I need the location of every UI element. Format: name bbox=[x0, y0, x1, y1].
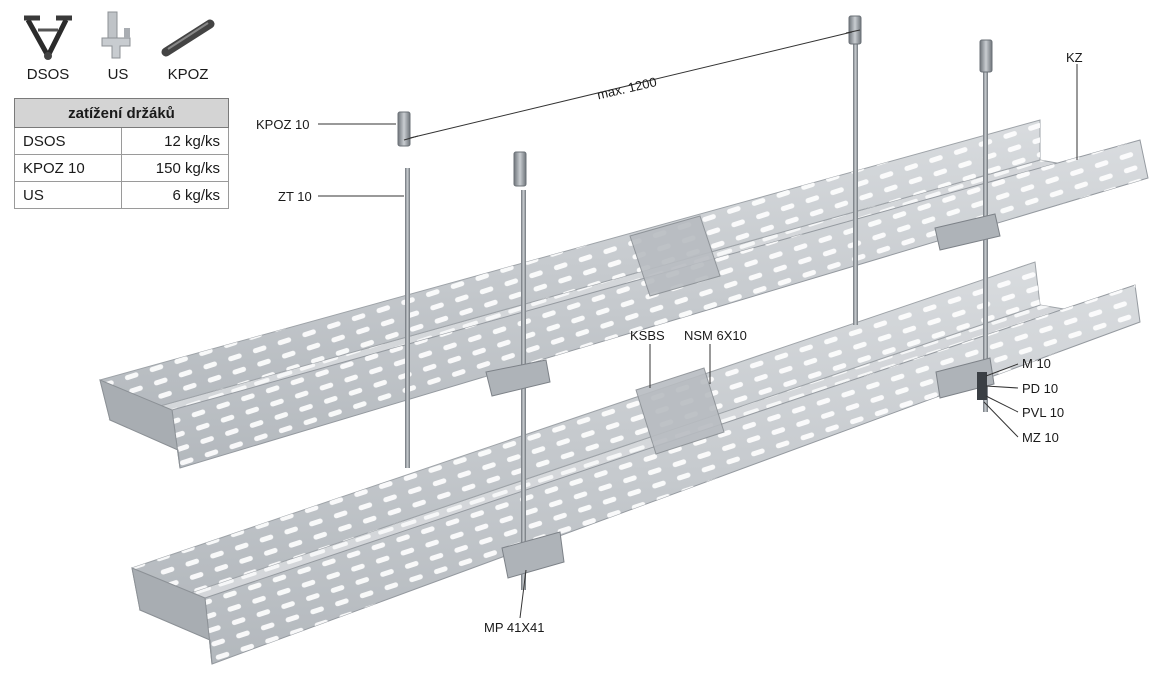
icon-item-kpoz: KPOZ bbox=[156, 10, 220, 83]
callout-m10: M 10 bbox=[1022, 356, 1051, 371]
kpoz-rod-icon bbox=[161, 19, 215, 57]
support-channel-upper-right bbox=[934, 213, 1001, 251]
support-channel-lower-right bbox=[935, 357, 995, 399]
load-value: 6 kg/ks bbox=[121, 181, 229, 209]
threaded-rod-rear bbox=[853, 40, 858, 325]
threaded-rod-right bbox=[983, 72, 988, 412]
load-table-title: zatížení držáků bbox=[14, 98, 229, 128]
icon-item-dsos: DSOS bbox=[18, 10, 78, 83]
kpoz-anchor-center bbox=[513, 151, 527, 187]
threaded-rod-left bbox=[405, 168, 410, 468]
callout-pvl10: PVL 10 bbox=[1022, 405, 1064, 420]
callout-ksbs: KSBS bbox=[630, 328, 665, 343]
callout-kz: KZ bbox=[1066, 50, 1083, 65]
upper-cable-tray bbox=[99, 119, 1149, 469]
callout-mp41x41: MP 41X41 bbox=[484, 620, 544, 635]
component-icons: DSOS US KPOZ bbox=[14, 8, 224, 98]
callout-nsm: NSM 6X10 bbox=[684, 328, 747, 343]
nut-stack-right bbox=[977, 372, 987, 400]
kpoz-anchor-rear bbox=[848, 15, 862, 45]
threaded-rod-center bbox=[521, 190, 526, 590]
kpoz-anchor-left bbox=[397, 111, 411, 147]
load-name: DSOS bbox=[14, 127, 122, 155]
table-row: US 6 kg/ks bbox=[14, 181, 229, 209]
upper-tray-joint-plate bbox=[629, 215, 721, 297]
icon-label-us: US bbox=[107, 66, 129, 83]
kpoz-anchors bbox=[397, 15, 993, 187]
load-capacity-table: zatížení držáků DSOS 12 kg/ks KPOZ 10 15… bbox=[14, 98, 229, 209]
upper-tray-end-profile bbox=[99, 379, 181, 469]
load-value: 12 kg/ks bbox=[121, 127, 229, 155]
callout-leaders bbox=[318, 64, 1078, 619]
dimension-max-span: max. 1200 bbox=[403, 29, 861, 141]
support-channels bbox=[485, 213, 1001, 579]
lower-tray-end-profile bbox=[131, 567, 213, 665]
dsos-bracket-icon bbox=[24, 15, 72, 60]
icon-label-dsos: DSOS bbox=[26, 66, 70, 83]
support-channel-upper-center bbox=[485, 359, 551, 397]
lower-cable-tray bbox=[131, 261, 1141, 665]
us-clamp-icon bbox=[101, 11, 131, 59]
icon-item-us: US bbox=[88, 10, 148, 83]
icon-label-kpoz: KPOZ bbox=[167, 66, 209, 83]
kpoz-anchor-right bbox=[979, 39, 993, 73]
callout-pd10: PD 10 bbox=[1022, 381, 1058, 396]
callout-zt10: ZT 10 bbox=[278, 189, 312, 204]
callout-mz10: MZ 10 bbox=[1022, 430, 1059, 445]
callout-kpoz10: KPOZ 10 bbox=[256, 117, 309, 132]
dimension-label: max. 1200 bbox=[596, 74, 659, 102]
lower-tray-joint-plate bbox=[635, 367, 725, 455]
support-channel-lower-center bbox=[501, 531, 565, 579]
table-row: DSOS 12 kg/ks bbox=[14, 127, 229, 155]
threaded-rods bbox=[405, 40, 988, 590]
